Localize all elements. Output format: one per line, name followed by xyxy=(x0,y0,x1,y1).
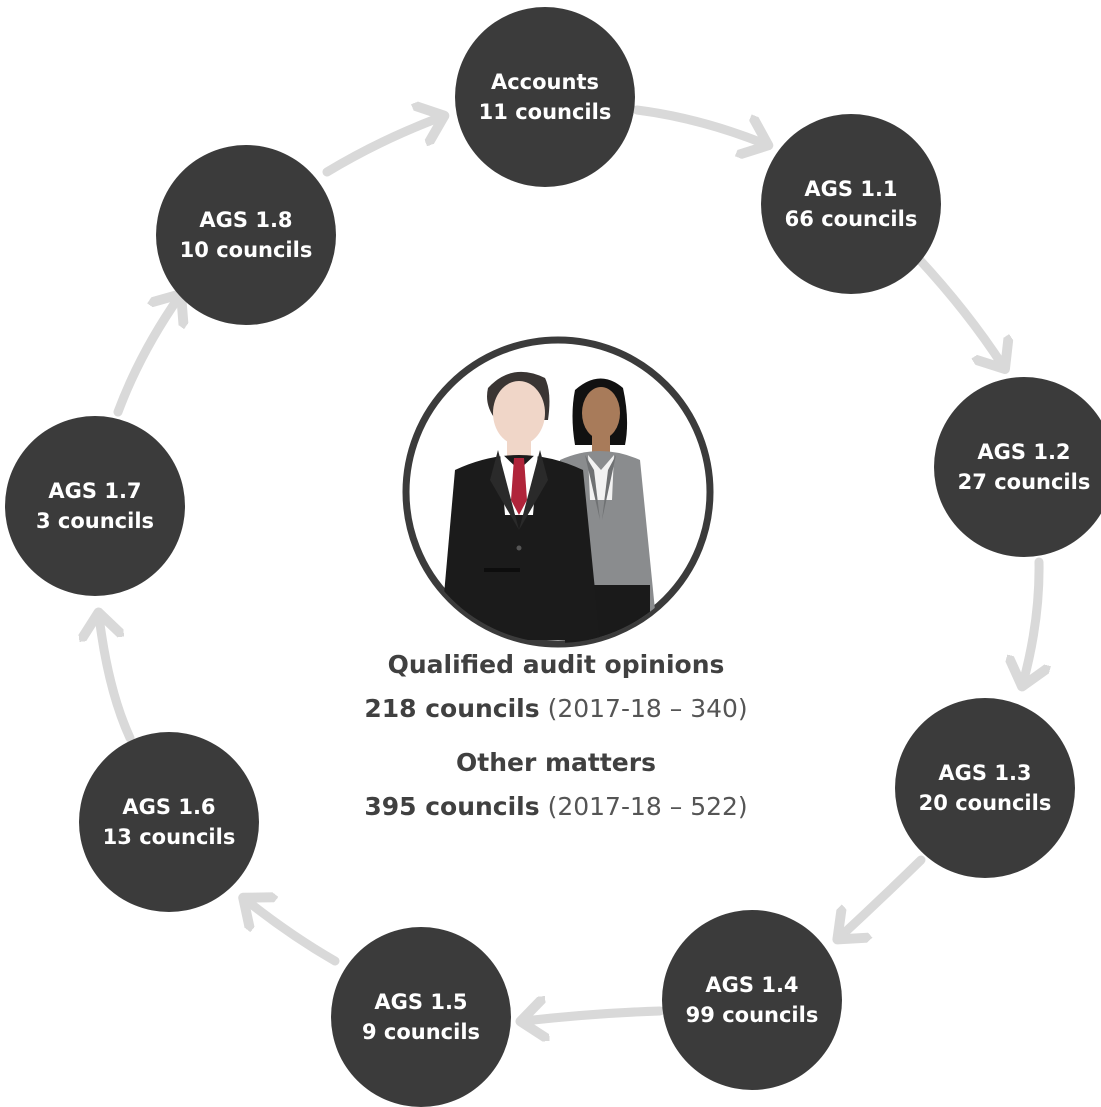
arrow-ags11-to-ags12 xyxy=(913,253,1003,366)
node-ags-1-5: AGS 1.5 9 councils xyxy=(331,927,511,1107)
node-ags-1-7: AGS 1.7 3 councils xyxy=(5,416,185,596)
node-count: 99 councils xyxy=(685,1003,819,1027)
node-count: 9 councils xyxy=(361,1020,481,1044)
node-ags-1-3: AGS 1.3 20 councils xyxy=(895,698,1075,878)
qualified-count-prior-year: (2017-18 – 340) xyxy=(539,694,748,723)
other-count-bold: 395 councils xyxy=(364,792,540,821)
node-ags-1-4: AGS 1.4 99 councils xyxy=(662,910,842,1090)
node-title: AGS 1.1 xyxy=(804,177,898,201)
arrow-ags12-to-ags13 xyxy=(1023,557,1039,683)
node-ags-1-8: AGS 1.8 10 councils xyxy=(156,145,336,325)
other-matters-count: 395 councils (2017-18 – 522) xyxy=(300,790,812,824)
qualified-opinions-title: Qualified audit opinions xyxy=(387,650,725,679)
people-illustration-icon xyxy=(402,336,714,648)
node-title: AGS 1.6 xyxy=(122,795,216,819)
node-count: 11 councils xyxy=(478,100,612,124)
node-ags-1-2: AGS 1.2 27 councils xyxy=(934,377,1101,557)
node-title: AGS 1.4 xyxy=(705,973,799,997)
node-title: AGS 1.2 xyxy=(977,440,1071,464)
arrow-accounts-to-ags11 xyxy=(632,105,765,144)
arrow-ags17-to-ags18 xyxy=(113,297,179,417)
node-count: 27 councils xyxy=(957,470,1091,494)
node-title: AGS 1.3 xyxy=(938,761,1032,785)
node-accounts: Accounts 11 councils xyxy=(455,7,635,187)
node-title: AGS 1.5 xyxy=(374,990,468,1014)
qualified-opinions-count: 218 councils (2017-18 – 340) xyxy=(300,692,812,726)
node-ags-1-1: AGS 1.1 66 councils xyxy=(761,114,941,294)
node-count: 66 councils xyxy=(784,207,918,231)
node-count: 20 councils xyxy=(918,791,1052,815)
node-title: AGS 1.8 xyxy=(199,208,293,232)
other-matters-title: Other matters xyxy=(456,748,656,777)
node-count: 13 councils xyxy=(102,825,236,849)
qualified-count-bold: 218 councils xyxy=(364,694,540,723)
node-count: 10 councils xyxy=(179,238,313,262)
node-title: Accounts xyxy=(490,70,599,94)
node-title: AGS 1.7 xyxy=(48,479,142,503)
other-count-prior-year: (2017-18 – 522) xyxy=(539,792,748,821)
node-ags-1-6: AGS 1.6 13 councils xyxy=(79,732,259,912)
arrow-ags15-to-ags16 xyxy=(246,900,340,966)
node-count: 3 councils xyxy=(35,509,155,533)
arrow-ags14-to-ags15 xyxy=(524,1011,665,1021)
arrow-ags13-to-ags14 xyxy=(840,855,926,937)
arrow-ags16-to-ags17 xyxy=(99,616,135,743)
arrow-ags18-to-accounts xyxy=(322,117,441,177)
